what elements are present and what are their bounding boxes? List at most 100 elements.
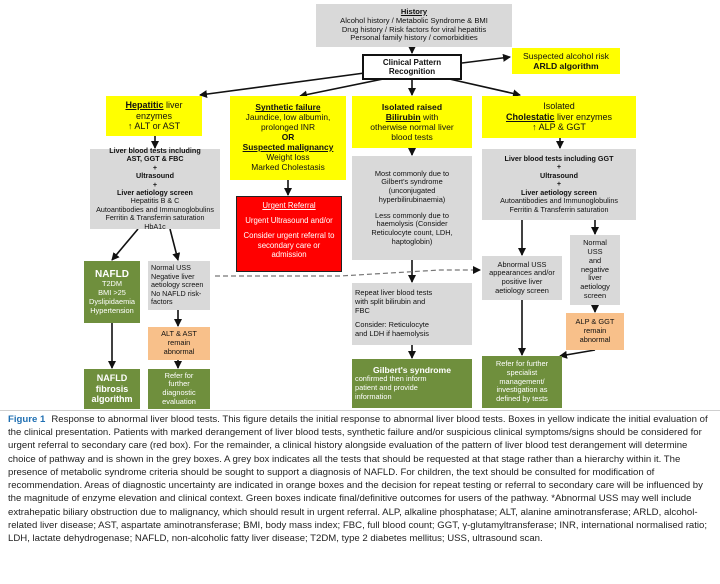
history-title: History — [400, 6, 428, 16]
gilbert-title: Gilbert's syndrome — [373, 365, 451, 376]
arrow-to-cholestatic — [444, 77, 521, 98]
normal-uss2-line: screen — [583, 290, 607, 300]
bilirubin-line: Isolated raised — [381, 101, 443, 112]
caption-divider — [0, 410, 720, 411]
alcohol-line: Suspected alcohol risk — [523, 50, 609, 61]
caption-text: Response to abnormal liver blood tests. … — [8, 414, 708, 545]
arrow-to-hepatitic — [199, 71, 373, 99]
gilbert-info-line: hyperbilirubinaemia) — [378, 194, 446, 204]
gilbert-info-line: (unconjugated — [388, 186, 436, 196]
chol-tests-line: Liver blood tests including GGT — [504, 153, 614, 163]
arld-label: ARLD algorithm — [533, 61, 599, 71]
alcohol-box: Suspected alcohol risk ARLD algorithm — [512, 48, 620, 74]
alp-ggt-box: ALP & GGT remain abnormal — [566, 313, 624, 350]
urgent-line: admission — [271, 249, 307, 259]
hep-tests-line: Ferritin & Transferrin saturation — [105, 213, 205, 223]
synthetic-line: Jaundice, low albumin, — [245, 112, 331, 123]
refer2-line: Refer for further — [495, 359, 549, 369]
bilirubin-line: with — [420, 111, 439, 122]
normal-uss-line: Negative liver — [151, 271, 195, 281]
bilirubin-line: blood tests — [391, 132, 433, 143]
history-line: Drug history / Risk factors for viral he… — [341, 24, 487, 34]
abnormal-uss-box: Abnormal USS appearances and/or positive… — [482, 256, 562, 300]
chol-tests-line: Liver aetiology screen — [521, 187, 597, 197]
alt-ast-line: abnormal — [163, 346, 195, 356]
hep-tests-line: Liver aetiology screen — [117, 188, 193, 197]
nafld-line: BMI >25 — [98, 288, 126, 298]
bilirubin-box: Isolated raised Bilirubin with otherwise… — [352, 96, 472, 148]
nafld-fibrosis-box: NAFLD fibrosis algorithm — [84, 369, 140, 409]
abnormal-uss-line: aetiology screen — [495, 285, 549, 295]
refer2-line: management/ — [499, 376, 545, 386]
recognition-line: Clinical Pattern — [382, 57, 442, 67]
repeat-line: with split bilirubin and — [355, 296, 426, 306]
refer1-line: further — [168, 379, 190, 389]
alp-ggt-line: ALP & GGT — [575, 317, 615, 327]
alp-ggt-line: abnormal — [579, 334, 611, 344]
history-box: History Alcohol history / Metabolic Synd… — [316, 4, 512, 47]
history-line: Personal family history / comorbidities — [350, 33, 478, 43]
normal-uss-2-box: Normal USS and negative liver aetiology … — [570, 235, 620, 305]
chol-tests-line: Ferritin & Transferrin saturation — [509, 204, 609, 214]
refer-diagnostic-box: Refer for further diagnostic evaluation — [148, 369, 210, 409]
synthetic-box: Synthetic failure Jaundice, low albumin,… — [230, 96, 346, 180]
cholestatic-line: Isolated — [543, 101, 575, 112]
alt-ast-line: remain — [167, 338, 191, 348]
refer-specialist-box: Refer for further specialist management/… — [482, 356, 562, 408]
normal-uss-line: No NAFLD risk- — [151, 288, 202, 298]
abnormal-uss-line: Abnormal USS — [497, 259, 547, 269]
refer1-line: diagnostic — [162, 388, 196, 397]
recognition-line: Recognition — [388, 67, 436, 76]
malignancy-title: Suspected malignancy — [242, 141, 334, 152]
cholestatic-line: ↑ ALP & GGT — [532, 122, 586, 133]
gilbert-info-line: Less commonly due to — [375, 210, 449, 220]
cholestatic-tests-box: Liver blood tests including GGT + Ultras… — [482, 149, 636, 220]
gilbert-info-line: Reticulocyte count, LDH, — [371, 227, 453, 237]
normal-uss2-line: negative — [581, 264, 609, 274]
urgent-line: Consider urgent referral to — [243, 231, 335, 241]
urgent-referral-box: Urgent Referral Urgent Ultrasound and/or… — [236, 196, 342, 272]
hep-tests-line: Hepatitis B & C — [130, 196, 180, 206]
bilirubin-title: Bilirubin — [385, 111, 421, 122]
hep-tests-line: AST, GGT & FBC — [126, 154, 184, 164]
cholestatic-box: Isolated Cholestatic liver enzymes ↑ ALP… — [482, 96, 636, 138]
normal-uss2-line: Normal — [583, 238, 607, 248]
chol-tests-plus: + — [556, 162, 562, 172]
bilirubin-line: otherwise normal liver — [370, 122, 454, 132]
hep-tests-line: Liver blood tests including — [109, 145, 201, 155]
nafld-fib-line: fibrosis — [95, 383, 129, 394]
repeat-tests-box: Repeat liver blood tests with split bili… — [352, 283, 472, 345]
repeat-line: FBC — [355, 305, 370, 315]
hep-tests-line: HbA1c — [144, 221, 166, 231]
refer1-line: evaluation — [162, 396, 196, 406]
refer2-line: investigation as — [496, 385, 548, 395]
synthetic-line: prolonged INR — [260, 122, 315, 133]
refer2-line: specialist — [506, 367, 538, 377]
normal-uss2-line: USS — [587, 247, 603, 257]
hepatitic-title-rest: liver — [163, 100, 183, 111]
hepatitic-tests-box: Liver blood tests including AST, GGT & F… — [90, 145, 220, 231]
normal-uss2-line: and — [588, 255, 602, 265]
gilbert-info-line: haemolysis (Consider — [376, 219, 448, 229]
chol-tests-plus: + — [556, 179, 562, 189]
cholestatic-title: Cholestatic — [505, 111, 555, 122]
normal-uss-line: Normal USS — [151, 263, 191, 273]
arrow-to-alcohol — [461, 53, 511, 64]
gilbert-line: patient and provide — [355, 383, 418, 393]
hep-tests-plus: + — [152, 179, 158, 189]
alt-ast-box: ALT & AST remain abnormal — [148, 327, 210, 360]
synthetic-line: Marked Cholestasis — [251, 161, 325, 172]
normal-uss-box: Normal USS Negative liver aetiology scre… — [148, 261, 210, 310]
synthetic-title: Synthetic failure — [255, 102, 321, 113]
urgent-title: Urgent Referral — [262, 201, 316, 210]
abnormal-uss-line: appearances and/or — [489, 268, 555, 278]
figure-label: Figure 1 — [8, 414, 46, 425]
hep-tests-line: Ultrasound — [136, 171, 174, 181]
gilbert-info-line: Gilbert's syndrome — [381, 177, 443, 187]
hepatitic-box: Hepatitic liver enzymes ↑ ALT or AST — [106, 96, 202, 136]
repeat-line: and LDH if haemolysis — [355, 329, 429, 339]
nafld-title: NAFLD — [95, 268, 129, 280]
normal-uss-line: aetiology screen — [151, 280, 204, 290]
hepatitic-line: enzymes — [135, 110, 172, 121]
